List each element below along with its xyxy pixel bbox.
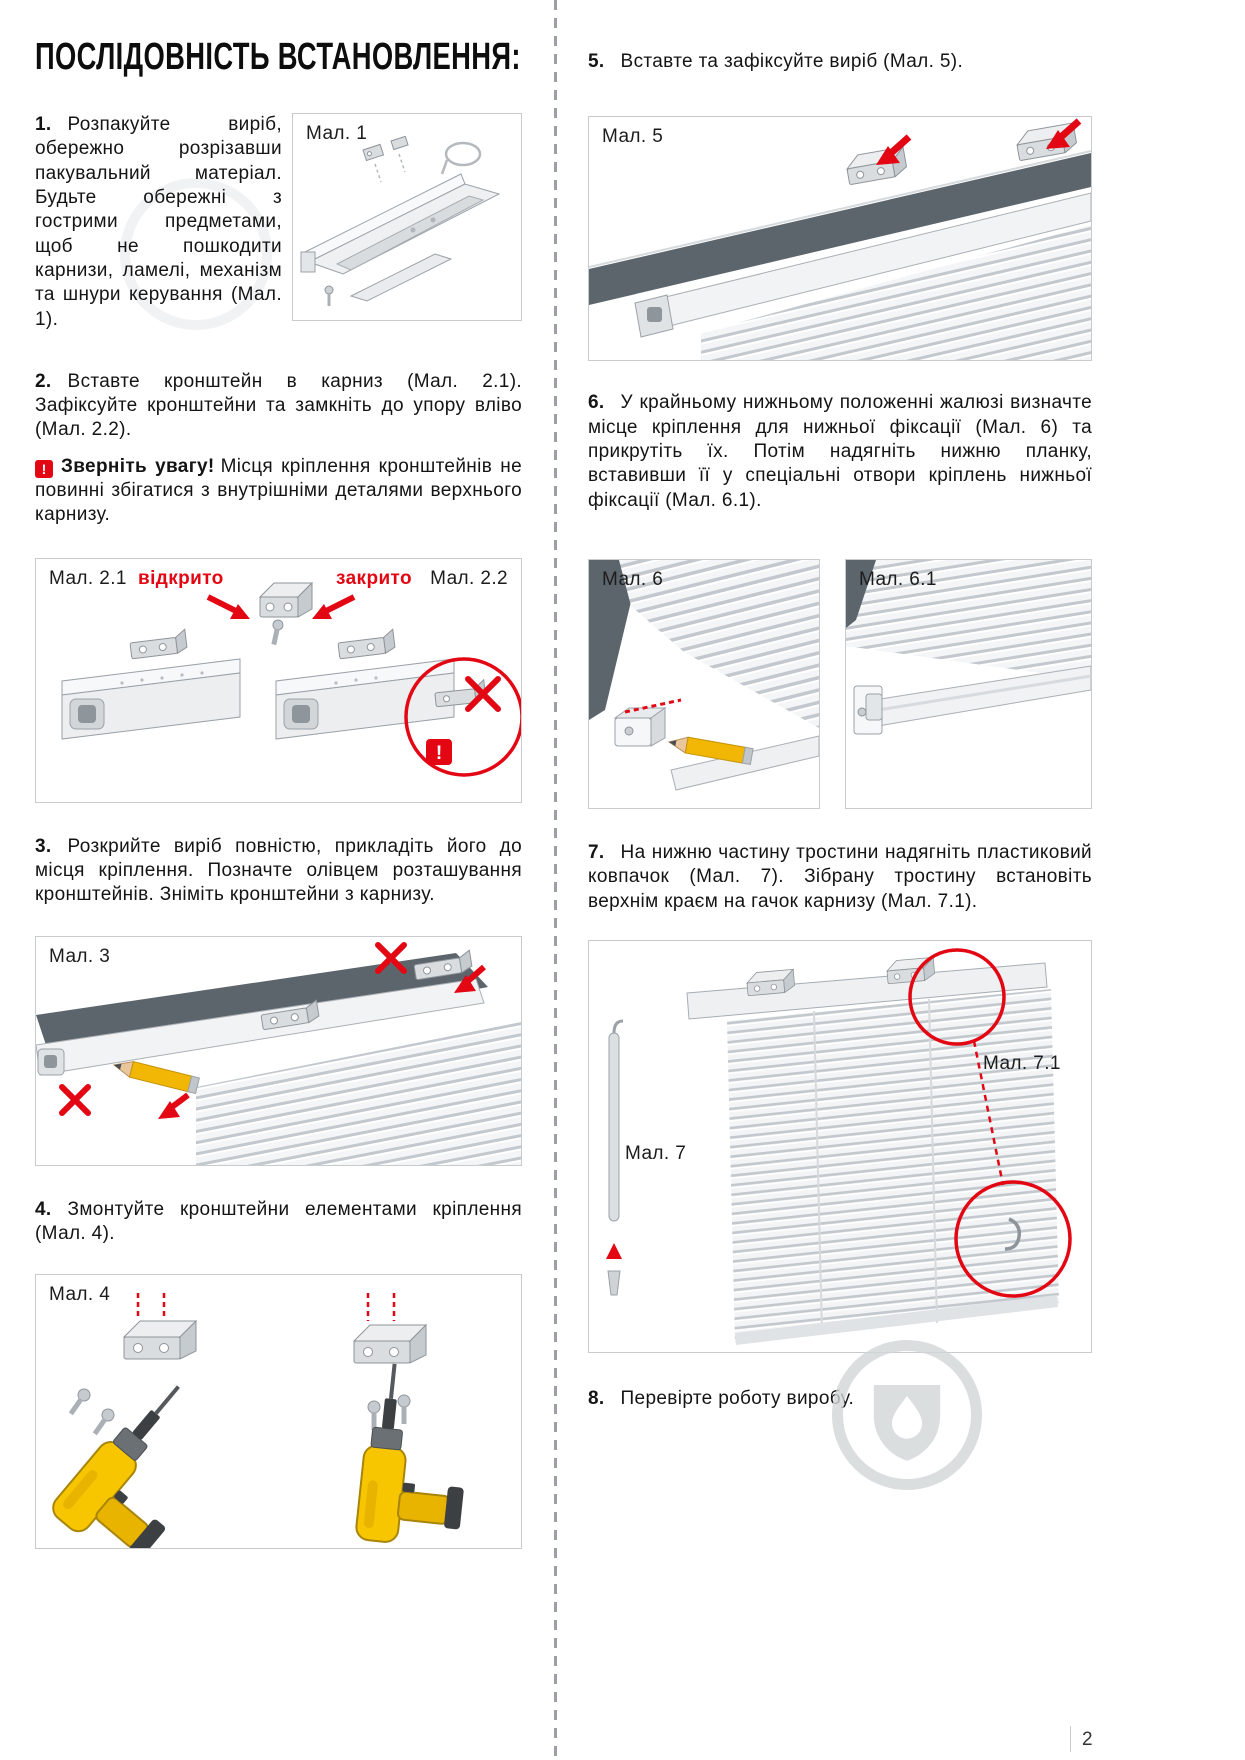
step-2-text: Вставте кронштейн в карниз (Мал. 2.1). З… — [35, 370, 522, 441]
figure-2: Мал. 2.1 відкрито закрито Мал. 2.2 — [35, 557, 522, 803]
figure-2-illustration-brackets-open-closed: ! — [61, 581, 521, 777]
step-1-row: 1.Розпакуйте виріб, обережно розрізавши … — [35, 113, 522, 332]
step-4-number: 4. — [35, 1198, 52, 1220]
page-number: 2 — [1082, 1729, 1093, 1750]
step-4-text: Змонтуйте кронштейни елементами кріпленн… — [35, 1198, 522, 1244]
step-3-number: 3. — [35, 835, 52, 857]
figure-7-label: Мал. 7 — [625, 1142, 687, 1164]
step-4: 4.Змонтуйте кронштейни елементами кріпле… — [35, 1198, 522, 1247]
figure-5-label: Мал. 5 — [602, 126, 664, 148]
figure-6: Мал. 6 — [588, 558, 820, 809]
warning-note: ! Зверніть увагу!Місця кріплення кронштей… — [35, 455, 522, 528]
figure-6-1-label: Мал. 6.1 — [859, 568, 937, 590]
warning-title: Зверніть увагу! — [61, 455, 215, 477]
step-8: 8. Перевірте роботу виробу. — [588, 1387, 1092, 1411]
figure-6-row: Мал. 6 — [588, 558, 1092, 809]
figure-3-illustration-marking-positions — [36, 941, 521, 1165]
step-8-number: 8. — [588, 1387, 605, 1409]
step-5-number: 5. — [588, 51, 605, 72]
svg-text:!: ! — [436, 743, 442, 764]
step-6-number: 6. — [588, 392, 605, 414]
step-6: 6.У крайньому нижньому положенні жалюзі … — [588, 391, 1092, 513]
figure-5-illustration-insert-and-fix — [589, 118, 1091, 361]
figure-2-closed-label: закрито — [336, 567, 413, 589]
step-7: 7.На нижню частину тростини надягніть пл… — [588, 841, 1092, 914]
step-7-text: На нижню частину тростини надягніть плас… — [588, 841, 1092, 912]
page-number-rule — [1070, 1726, 1071, 1752]
figure-3: Мал. 3 — [35, 935, 522, 1166]
figure-2-open-label: відкрито — [138, 567, 224, 589]
step-3: 3.Розкрийте виріб повністю, прикладіть й… — [35, 835, 522, 908]
right-column: 5.Вставте та зафіксуйте виріб (Мал. 5). … — [588, 36, 1092, 1411]
page-title: ПОСЛІДОВНІСТЬ ВСТАНОВЛЕННЯ: — [35, 36, 521, 78]
figure-4-illustration-drilling-brackets — [45, 1293, 479, 1549]
figure-6-1-illustration-bottom-rail-inserted — [846, 559, 1091, 735]
figure-1: Мал. 1 — [292, 113, 522, 321]
warning-text: Місця кріплення кронштейнів не повинні з… — [35, 455, 522, 526]
step-6-text: У крайньому нижньому положенні жалюзі ви… — [588, 392, 1092, 511]
step-1: 1.Розпакуйте виріб, обережно розрізавши … — [35, 113, 282, 332]
figure-7-1-label: Мал. 7.1 — [983, 1052, 1061, 1074]
figure-2-1-label: Мал. 2.1 — [49, 567, 127, 589]
figure-4: Мал. 4 — [35, 1274, 522, 1550]
figure-5: Мал. 5 — [588, 116, 1092, 362]
figure-1-label: Мал. 1 — [306, 123, 368, 144]
warning-icon: ! — [35, 459, 53, 478]
step-5-text: Вставте та зафіксуйте виріб (Мал. 5). — [620, 51, 964, 72]
figure-3-label: Мал. 3 — [49, 945, 111, 967]
column-divider-dashed-line — [554, 0, 557, 1760]
figure-4-label: Мал. 4 — [49, 1284, 111, 1306]
figure-7: Мал. 7 Мал. 7.1 — [588, 939, 1092, 1353]
step-8-text: Перевірте роботу виробу. — [620, 1387, 855, 1409]
figure-6-illustration-mark-bottom-fixation — [589, 559, 819, 791]
figure-6-label: Мал. 6 — [602, 568, 664, 590]
step-7-number: 7. — [588, 841, 605, 863]
step-3-text: Розкрийте виріб повністю, прикладіть йог… — [35, 835, 522, 906]
step-1-text: Розпакуйте виріб, обережно розрізавши па… — [35, 114, 282, 330]
step-2-number: 2. — [35, 370, 52, 392]
figure-7-illustration-wand-and-hook — [606, 948, 1072, 1345]
watermark-shield-drop-icon — [831, 1339, 983, 1491]
background-watermark-circle — [120, 178, 272, 330]
step-5: 5. Вставте та зафіксуйте виріб (Мал. 5). — [588, 50, 1092, 74]
figure-2-2-label: Мал. 2.2 — [430, 567, 508, 589]
figure-1-illustration-headrail-exploded — [300, 135, 501, 306]
left-column: ПОСЛІДОВНІСТЬ ВСТАНОВЛЕННЯ: 1.Розпакуйте… — [35, 36, 522, 1550]
step-1-number: 1. — [35, 114, 52, 135]
step-2: 2.Вставте кронштейн в карниз (Мал. 2.1).… — [35, 370, 522, 443]
brand-watermark-logo — [828, 1336, 986, 1494]
figure-6-1: Мал. 6.1 — [845, 558, 1092, 809]
